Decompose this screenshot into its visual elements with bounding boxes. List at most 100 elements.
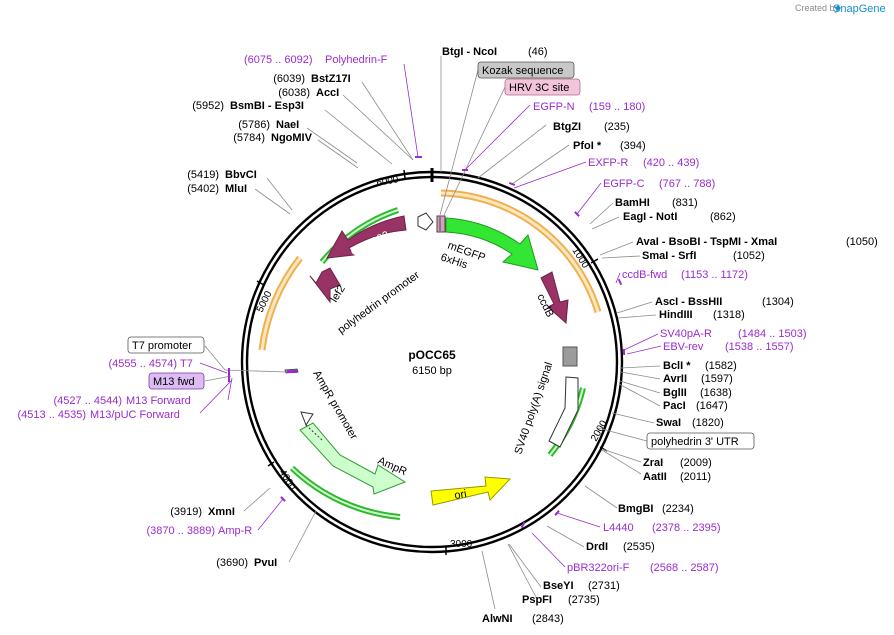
site-swai: SwaI bbox=[656, 417, 681, 429]
site-avai-group: AvaI - BsoBI - TspMI - XmaI bbox=[636, 236, 777, 248]
feature-6xhis-box bbox=[562, 346, 578, 367]
marker-polyhedrin-f bbox=[415, 156, 422, 158]
primer-t7: T7 bbox=[180, 358, 193, 370]
box-polyhedrin-utr bbox=[646, 432, 755, 450]
leader-t7-promoter bbox=[204, 345, 226, 371]
leader-amp-r bbox=[257, 498, 284, 531]
tick-5000-mark bbox=[256, 280, 265, 286]
primer-amp-r: Amp-R bbox=[218, 525, 252, 537]
leader-avai bbox=[599, 241, 634, 256]
credit-prefix: Created by bbox=[795, 3, 840, 13]
leader-avrii bbox=[620, 371, 661, 380]
site-drdi: DrdI bbox=[586, 541, 608, 553]
site-ngomiv-pos: (5784) bbox=[233, 132, 265, 144]
marker-sv40pa-r bbox=[622, 348, 626, 356]
leader-mlui bbox=[254, 188, 291, 215]
arc-orange-left-inner bbox=[260, 257, 302, 351]
arc-green-bottom-inner bbox=[291, 467, 401, 518]
site-hindiii: HindIII bbox=[659, 309, 693, 321]
leader-naei bbox=[306, 127, 358, 164]
leader-smai bbox=[601, 255, 641, 259]
leader-m13-puc bbox=[199, 379, 233, 414]
leader-drdi bbox=[546, 525, 585, 548]
feature-hrv3c-block bbox=[436, 215, 446, 233]
left-label-group: BstZ17I (6039) AccI (6038) BsmBI - Esp3I… bbox=[170, 73, 351, 569]
site-bseyi-pos: (2731) bbox=[588, 580, 620, 592]
leader-polyhedrin-utr bbox=[597, 427, 648, 442]
primer-exfp-r-pos: (420 .. 439) bbox=[643, 157, 699, 169]
site-pspfi: PspFI bbox=[522, 594, 552, 606]
primer-pbr322ori-f-pos: (2568 .. 2587) bbox=[650, 562, 719, 574]
leader-t7-main bbox=[224, 369, 288, 373]
site-btgzi-pos: (235) bbox=[604, 121, 630, 133]
site-swai-pos: (1820) bbox=[692, 417, 724, 429]
leader-bseyi bbox=[508, 543, 542, 588]
site-drdi-pos: (2535) bbox=[623, 541, 655, 553]
site-ngomiv: NgoMIV bbox=[271, 132, 313, 144]
plasmid-size: 6150 bp bbox=[412, 365, 452, 377]
leader-sv40pa-r bbox=[623, 333, 659, 351]
box-m13-fwd-label: M13 fwd bbox=[153, 376, 195, 388]
leader-lines bbox=[199, 56, 662, 610]
site-naei-pos: (5786) bbox=[238, 119, 270, 131]
site-acci: AccI bbox=[316, 87, 339, 99]
site-paci-pos: (1647) bbox=[696, 400, 728, 412]
leader-bglii bbox=[619, 380, 661, 394]
leader-l4440 bbox=[556, 512, 601, 528]
site-bstz17i: BstZ17I bbox=[311, 73, 351, 85]
tick-6000: 6000 bbox=[376, 174, 400, 189]
feature-label-ori: ori bbox=[453, 488, 467, 502]
marker-m13 bbox=[228, 368, 230, 382]
feature-ampr-promoter-arrow bbox=[300, 411, 314, 427]
primer-pbr322ori-f: pBR322ori-F bbox=[567, 562, 630, 574]
site-aatii-pos: (2011) bbox=[680, 471, 711, 483]
arc-green-top-left-inner bbox=[321, 209, 399, 263]
site-pvui-pos: (3690) bbox=[216, 557, 248, 569]
site-bmgbi: BmgBI bbox=[618, 503, 653, 515]
site-naei: NaeI bbox=[276, 119, 299, 131]
primer-egfp-n-pos: (159 .. 180) bbox=[589, 101, 645, 113]
site-alwni-pos: (2843) bbox=[532, 613, 564, 625]
feature-polyhedrin-promoter-arrow bbox=[417, 212, 434, 231]
site-bseyi: BseYI bbox=[543, 580, 574, 592]
site-acci-pos: (6038) bbox=[278, 87, 310, 99]
site-mlui: MluI bbox=[225, 183, 247, 195]
site-bsmbi-esp3i: BsmBI - Esp3I bbox=[230, 100, 304, 112]
feature-label-polyhedrin-promoter: polyhedrin promoter bbox=[336, 269, 422, 336]
snapgene-credit: Created by SnapGene bbox=[795, 3, 886, 15]
marker-egfp-n bbox=[462, 169, 468, 171]
leader-bcli bbox=[620, 365, 661, 369]
leader-alwni bbox=[481, 550, 496, 610]
site-mlui-pos: (5402) bbox=[187, 183, 219, 195]
primer-ccdb-fwd: ccdB-fwd bbox=[622, 269, 667, 281]
leader-egfp-c bbox=[576, 182, 602, 215]
site-eagi-noti-pos: (862) bbox=[710, 211, 736, 223]
site-bglii: BglII bbox=[663, 387, 687, 399]
marker-egfp-c bbox=[574, 211, 580, 217]
site-bmgbi-pos: (2234) bbox=[662, 503, 694, 515]
primer-exfp-r: EXFP-R bbox=[588, 157, 628, 169]
box-t7-promoter bbox=[127, 336, 205, 354]
arc-orange-right-inner bbox=[440, 191, 600, 313]
primer-egfp-n: EGFP-N bbox=[533, 101, 575, 113]
site-avai-group-pos: (1050) bbox=[846, 236, 878, 248]
box-polyhedrin-utr-label: polyhedrin 3' UTR bbox=[651, 436, 739, 448]
primer-polyhedrin-f-pos: (6075 .. 6092) bbox=[244, 54, 313, 66]
site-alwni: AlwNI bbox=[482, 613, 513, 625]
site-asci-bsshii-pos: (1304) bbox=[762, 296, 794, 308]
right-label-group: BtgI - NcoI (46) BtgZI (235) PfoI * (394… bbox=[442, 46, 878, 625]
primer-label-group: (6075 .. 6092) Polyhedrin-F EGFP-N (159 … bbox=[18, 54, 807, 574]
box-t7-promoter-label: T7 promoter bbox=[132, 340, 192, 352]
box-hrv3c-label: HRV 3C site bbox=[509, 82, 569, 94]
site-bstz17i-pos: (6039) bbox=[273, 73, 305, 85]
primer-sv40pa-r-pos: (1484 .. 1503) bbox=[738, 328, 807, 340]
marker-amp-r bbox=[280, 496, 286, 502]
leader-pfoi bbox=[511, 144, 570, 185]
feature-ccdb-arrow bbox=[540, 271, 569, 325]
site-hindiii-pos: (1318) bbox=[713, 309, 745, 321]
primer-egfp-c: EGFP-C bbox=[603, 178, 645, 190]
leader-bsmbi bbox=[324, 109, 393, 165]
leader-pvui bbox=[288, 510, 317, 563]
marker-l4440 bbox=[554, 510, 560, 516]
feature-ori-arrow bbox=[430, 476, 512, 506]
